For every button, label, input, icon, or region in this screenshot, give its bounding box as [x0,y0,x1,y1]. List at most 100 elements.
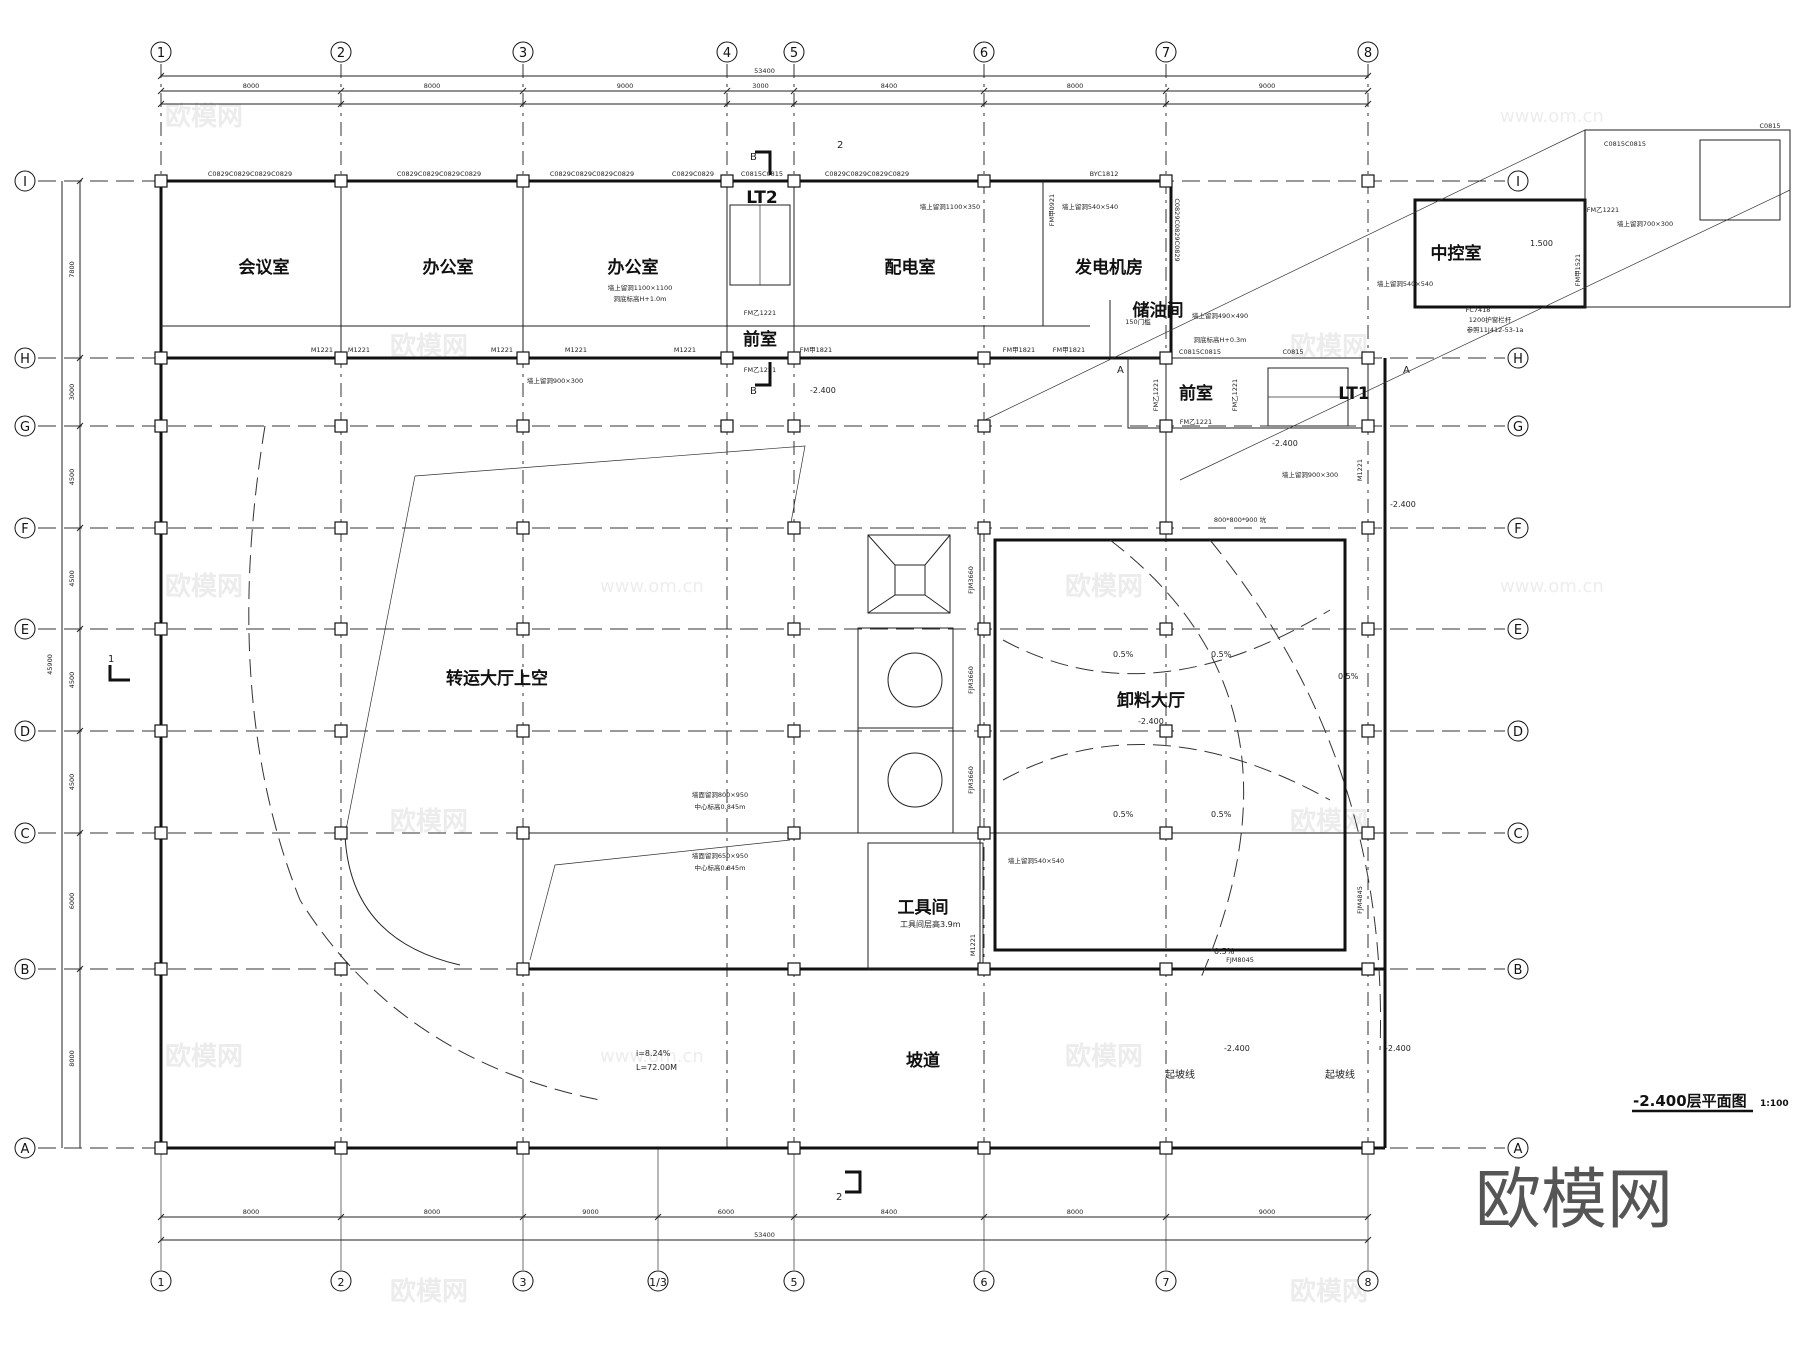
axis-label: B [1514,963,1523,978]
structural-column [1361,1141,1375,1155]
door-tag: FJM8045 [1226,956,1254,964]
axis-bubble [14,517,36,539]
structural-column [787,351,801,365]
axis-bubble [150,41,172,63]
watermark: 欧模网 [1290,1276,1368,1307]
elevation-mark: -2.400 [1272,439,1298,448]
door-tag: FM乙1221 [744,309,776,317]
dimension-text: 4500 [68,469,76,486]
axis-bubble [14,958,36,980]
structural-column [154,419,168,433]
axis-bubble [1507,1137,1529,1159]
door-tag: FM甲1521 [1574,254,1582,286]
opening-note: 墙上留洞540×540 [1008,856,1064,865]
structural-column [787,962,801,976]
axis-label: E [21,623,29,638]
structural-column [516,419,530,433]
dimension-text: 53400 [754,1231,775,1239]
dimension-tick [519,1213,527,1221]
axis-bubble [1507,347,1529,369]
axis-bubble [783,1270,805,1292]
ramp-slope: i=8.24% [636,1049,671,1058]
structural-column [516,351,530,365]
dimension-tick [519,87,527,95]
door-tag: FM乙1221 [1180,418,1212,426]
axis-label: D [1513,725,1523,740]
axis-bubble [150,1270,172,1292]
dimension-tick [76,524,84,532]
axis-bubble [1507,415,1529,437]
dimension-text: 9000 [1259,82,1276,90]
axis-bubble [330,41,352,63]
dimension-text: 8000 [424,82,441,90]
structural-column [1159,962,1173,976]
room-label-lobby: 前室 [1179,383,1213,404]
ramp-length: L=72.00M [636,1063,677,1072]
structural-column [1361,962,1375,976]
dimension-text: 8400 [881,1208,898,1216]
dimension-tick [337,87,345,95]
dimension-text: 8000 [243,82,260,90]
dimension-tick [980,87,988,95]
floor-slope: 0.5% [1211,650,1232,659]
door-tag: FM乙1221 [1231,379,1239,411]
dimension-text: 4500 [68,672,76,689]
opening-note: 中心标高0.845m [695,863,746,872]
structural-column [1361,351,1375,365]
dimension-text: 53400 [754,67,775,75]
structural-column [334,826,348,840]
structural-column [720,174,734,188]
dimension-text: 8000 [68,1050,76,1067]
window-tag: C0829C0829C0829C0829 [208,170,292,178]
axis-label: 3 [519,46,527,61]
structural-column [787,826,801,840]
opening-note: 墙上留洞900×300 [527,376,583,385]
axis-bubble [1155,41,1177,63]
dimension-text: 9000 [617,82,634,90]
floor-slope: 0.5% [1113,810,1134,819]
structural-column [1361,419,1375,433]
dimension-tick [76,422,84,430]
axis-bubble [330,1270,352,1292]
opening-note: 墙上留洞900×300 [1282,470,1338,479]
opening-note: 墙上留洞540×540 [1062,202,1118,211]
floor-slope: 0.5% [1338,672,1359,681]
section-mark: A [1117,365,1124,376]
window-tag: C0829C0829C0829C0829 [825,170,909,178]
axis-bubble [716,41,738,63]
watermark: www.om.cn [1500,576,1604,597]
axis-label: 2 [337,46,345,61]
room-label-hall-void: 转运大厅上空 [446,668,548,689]
axis-bubble [14,720,36,742]
axis-bubble [973,1270,995,1292]
room-labels: 会议室 办公室 办公室 配电室 发电机房 储油间 前室 前室 LT2 LT1 中… [239,188,1482,1071]
door-tag: M1221 [491,346,513,354]
tool-room-height: 工具间层高3.9m [900,919,961,929]
door-tag: FM甲1821 [1053,346,1085,354]
dimension-text: 8400 [881,82,898,90]
door-tag: FJM3660 [967,766,975,794]
section-mark: B [750,386,757,397]
dimension-text: 8000 [1067,1208,1084,1216]
axis-bubble [1507,822,1529,844]
dimension-tick [76,354,84,362]
dimension-tick [723,100,731,108]
window-tag: C0829C0829C0829C0829 [550,170,634,178]
structural-column [977,351,991,365]
axis-label: E [1514,623,1522,638]
axis-label: 6 [980,46,988,61]
structural-column [516,521,530,535]
opening-note: 墙面留洞800×950 [692,790,748,799]
section-mark: B [750,152,757,163]
structural-column [977,724,991,738]
axis-label: 1/3 [649,1276,667,1289]
pit-note: 800*800*900 坑 [1214,515,1267,524]
structural-column [1159,174,1173,188]
window-tag: FC7418 [1466,306,1491,314]
structural-column [154,724,168,738]
dimension-tick [157,72,165,80]
axis-bubble [1507,618,1529,640]
room-label-control: 中控室 [1431,243,1482,264]
window-tag: C0829C0829 [672,170,714,178]
